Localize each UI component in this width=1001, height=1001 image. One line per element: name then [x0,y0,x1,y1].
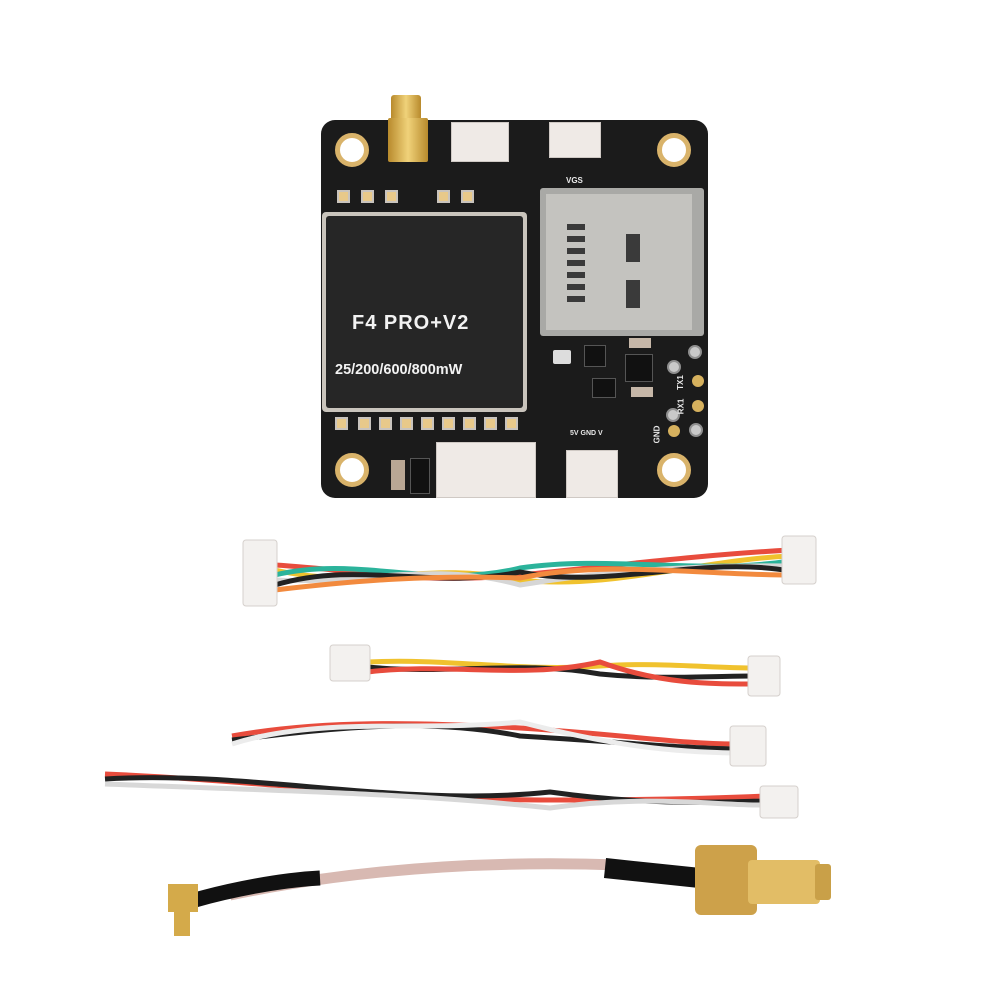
solder-pad [666,408,680,422]
solder-pad [688,345,702,359]
shield-power-levels: 25/200/600/800mW [335,362,463,378]
sd-contact [567,260,585,266]
mmcx-connector-body [388,118,428,162]
solder-pad [484,417,497,430]
sd-detect-contact [626,234,640,262]
bottom-connector-label: 5V GND V [570,430,603,437]
transistor-chip [592,378,616,398]
solder-pad [337,190,350,203]
cable-3pin-jst [329,644,781,697]
cable-mmcx-sma [168,845,831,936]
rx-pad [692,400,704,412]
gnd-pad [668,425,680,437]
capacitor [391,460,405,490]
mounting-hole-top-left [335,133,369,167]
solder-pad [689,423,703,437]
rf-shield [326,216,523,408]
solder-pad [358,417,371,430]
mounting-hole-bottom-left [335,453,369,487]
solder-pad [461,190,474,203]
solder-pad [442,417,455,430]
cable-8pin [242,535,817,607]
sd-contact [567,248,585,254]
solder-pad [505,417,518,430]
solder-pad [421,417,434,430]
sensor-chip [553,350,571,364]
solder-pad [463,417,476,430]
solder-pad [437,190,450,203]
inductor [631,387,653,397]
cable-3pin-pigtail-short [231,719,767,767]
solder-pad [379,417,392,430]
regulator-chip [584,345,606,367]
top-connector-label: VGS [566,176,583,185]
sd-contact [567,296,585,302]
top-connector-3pin [549,122,601,158]
solder-pad [400,417,413,430]
solder-pad [361,190,374,203]
sd-contact [567,224,585,230]
bottom-connector-3pin [566,450,618,498]
top-connector-4pin [451,122,509,162]
inductor [629,338,651,348]
sd-contact [567,236,585,242]
solder-pad [667,360,681,374]
regulator-chip [625,354,653,382]
mounting-hole-top-right [657,133,691,167]
diode [410,458,430,494]
sd-contact [567,284,585,290]
shield-title: F4 PRO+V2 [352,312,470,334]
solder-pad [335,417,348,430]
bottom-connector-7pin [436,442,536,498]
sd-detect-contact [626,280,640,308]
tx-pad [692,375,704,387]
sd-contact [567,272,585,278]
mounting-hole-bottom-right [657,453,691,487]
cable-3pin-pigtail-long [104,771,799,819]
solder-pad [385,190,398,203]
